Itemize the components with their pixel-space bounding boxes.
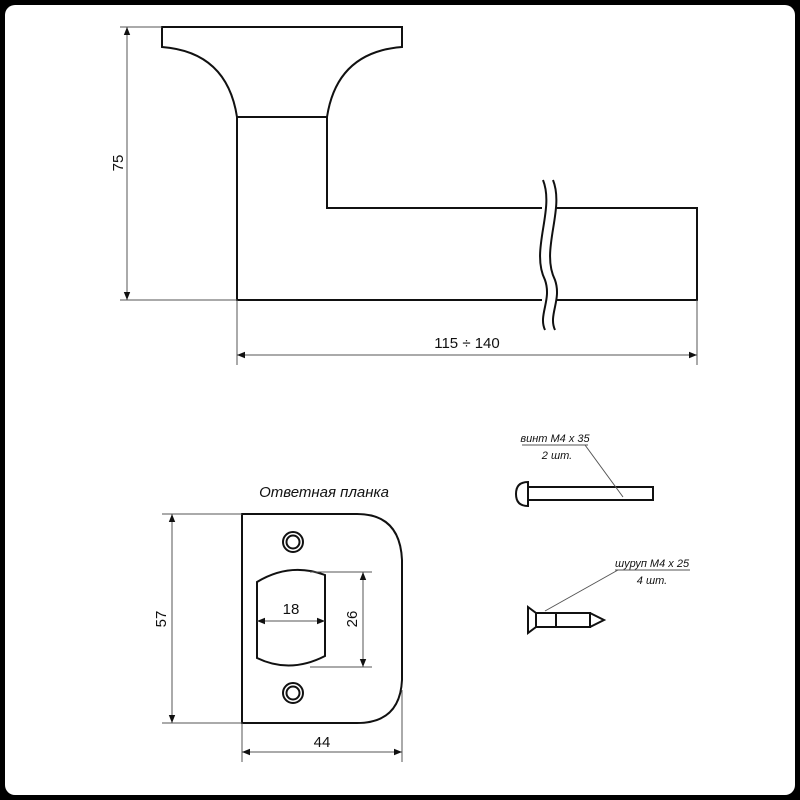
dimension-slot-height: 26 (310, 571, 372, 668)
strike-width-label: 44 (314, 734, 331, 751)
technical-drawing: 75 115 ÷ 140 Ответная планка 57 44 18 26 (110, 26, 698, 762)
strike-height-label: 57 (153, 611, 170, 628)
wood-screw: шуруп M4 x 25 4 шт. (527, 558, 690, 635)
dimension-strike-height: 57 (153, 513, 242, 724)
strike-plate-title: Ответная планка (259, 484, 389, 501)
machine-screw: винт M4 x 35 2 шт. (514, 433, 654, 508)
dimension-slot-width: 18 (257, 601, 325, 625)
dimension-length: 115 ÷ 140 (236, 300, 698, 365)
strike-plate (241, 513, 403, 724)
wood-screw-qty: 4 шт. (637, 575, 667, 587)
machine-screw-qty: 2 шт. (541, 450, 572, 462)
height-75-label: 75 (110, 155, 127, 172)
dimension-height-75: 75 (110, 26, 237, 301)
drawing-sheet: 75 115 ÷ 140 Ответная планка 57 44 18 26 (5, 5, 795, 795)
slot-width-label: 18 (283, 601, 300, 618)
dimension-strike-width: 44 (241, 690, 403, 762)
slot-height-label: 26 (344, 611, 361, 628)
wood-screw-label: шуруп M4 x 25 (615, 558, 690, 570)
machine-screw-label: винт M4 x 35 (520, 433, 590, 445)
length-label: 115 ÷ 140 (434, 335, 500, 352)
door-handle (161, 26, 698, 331)
